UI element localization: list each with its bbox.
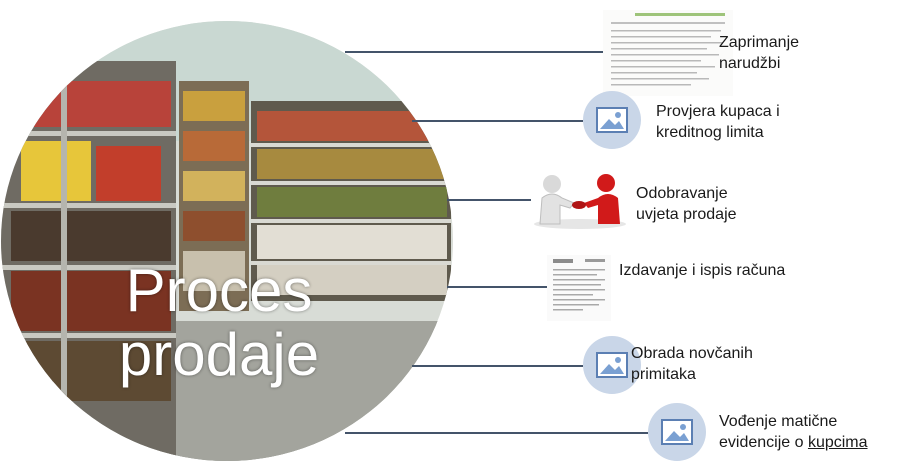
step-label-2: Provjera kupaca i kreditnog limita — [656, 101, 780, 143]
step-label-4: Izdavanje i ispis računa — [619, 260, 785, 281]
step-label-3: Odobravanje uvjeta prodaje — [636, 183, 737, 225]
step-2-line2: kreditnog limita — [656, 124, 764, 141]
connector-line-3 — [447, 199, 531, 201]
step-5-line1: Obrada novčanih — [631, 345, 753, 362]
step-6-line2-prefix: evidencije o — [719, 434, 808, 451]
connector-line-6 — [345, 432, 648, 434]
connector-line-1 — [345, 51, 603, 53]
picture-placeholder-icon — [583, 91, 641, 149]
center-title: Proces prodaje — [59, 259, 379, 387]
picture-placeholder-icon — [583, 336, 641, 394]
step-6-line1: Vođenje matične — [719, 413, 838, 430]
order-document-thumbnail — [603, 10, 733, 96]
invoice-thumbnail — [547, 255, 611, 321]
handshake-icon — [530, 170, 630, 230]
step-6-line2: evidencije o kupcima — [719, 432, 868, 453]
connector-line-5 — [412, 365, 583, 367]
store-shelves-illustration — [1, 21, 453, 461]
store-shelves-photo: Proces prodaje — [1, 21, 453, 461]
step-6-line2-underlined: kupcima — [807, 434, 868, 451]
connector-line-4 — [447, 286, 547, 288]
picture-placeholder-icon — [648, 403, 706, 461]
step-label-1: Zaprimanje narudžbi — [719, 32, 799, 74]
step-1-line2: narudžbi — [719, 55, 781, 72]
center-title-line2: prodaje — [118, 321, 320, 388]
center-title-line1: Proces — [125, 257, 313, 324]
step-3-line2: uvjeta prodaje — [636, 206, 737, 223]
step-label-5: Obrada novčanih primitaka — [631, 343, 753, 385]
step-label-6: Vođenje matične evidencije o kupcima — [719, 411, 868, 453]
step-5-line2: primitaka — [631, 366, 696, 383]
connector-line-2 — [412, 120, 583, 122]
step-3-line1: Odobravanje — [636, 185, 728, 202]
step-2-line1: Provjera kupaca i — [656, 103, 780, 120]
step-4-line1: Izdavanje i ispis računa — [619, 262, 786, 279]
step-1-line1: Zaprimanje — [719, 34, 800, 51]
